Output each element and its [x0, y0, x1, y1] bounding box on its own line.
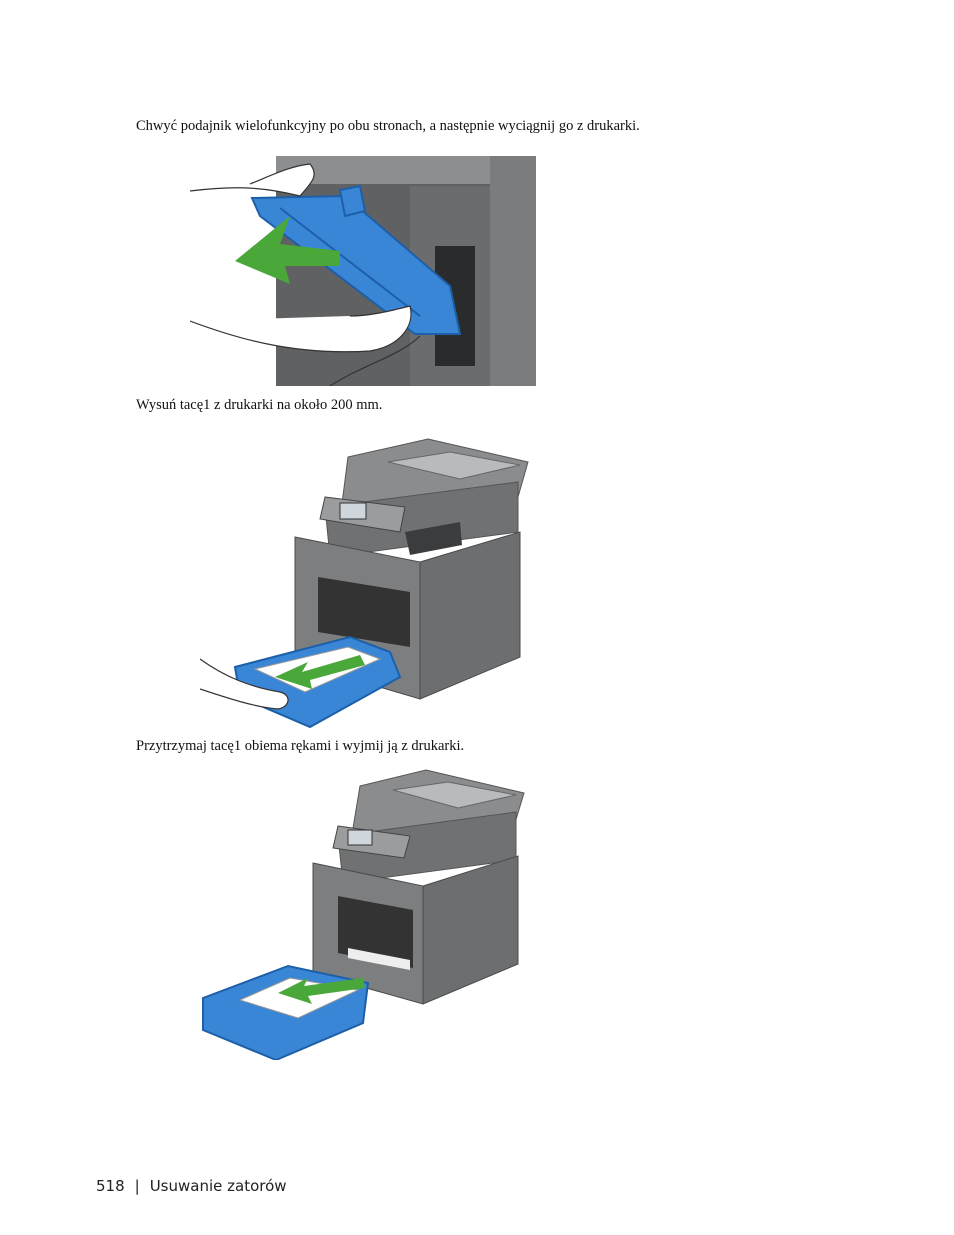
footer-separator: | — [134, 1177, 140, 1195]
green-arrow — [275, 655, 365, 689]
illustration-pull-out-tray1 — [200, 438, 529, 729]
page-footer: 518 | Usuwanie zatorów — [96, 1177, 287, 1195]
illustration-remove-mpf-tray — [190, 156, 536, 386]
section-title: Usuwanie zatorów — [149, 1177, 287, 1195]
illustration-remove-tray1 — [202, 769, 525, 1060]
step-3-text: Przytrzymaj tacę1 obiema rękami i wyjmij… — [136, 738, 465, 754]
green-arrow — [278, 978, 365, 1004]
green-arrow — [235, 216, 340, 284]
step-1-text: Chwyć podajnik wielofunkcyjny po obu str… — [136, 118, 640, 134]
page-number: 518 — [96, 1177, 125, 1195]
step-2-text: Wysuń tacę1 z drukarki na około 200 mm. — [136, 397, 383, 413]
